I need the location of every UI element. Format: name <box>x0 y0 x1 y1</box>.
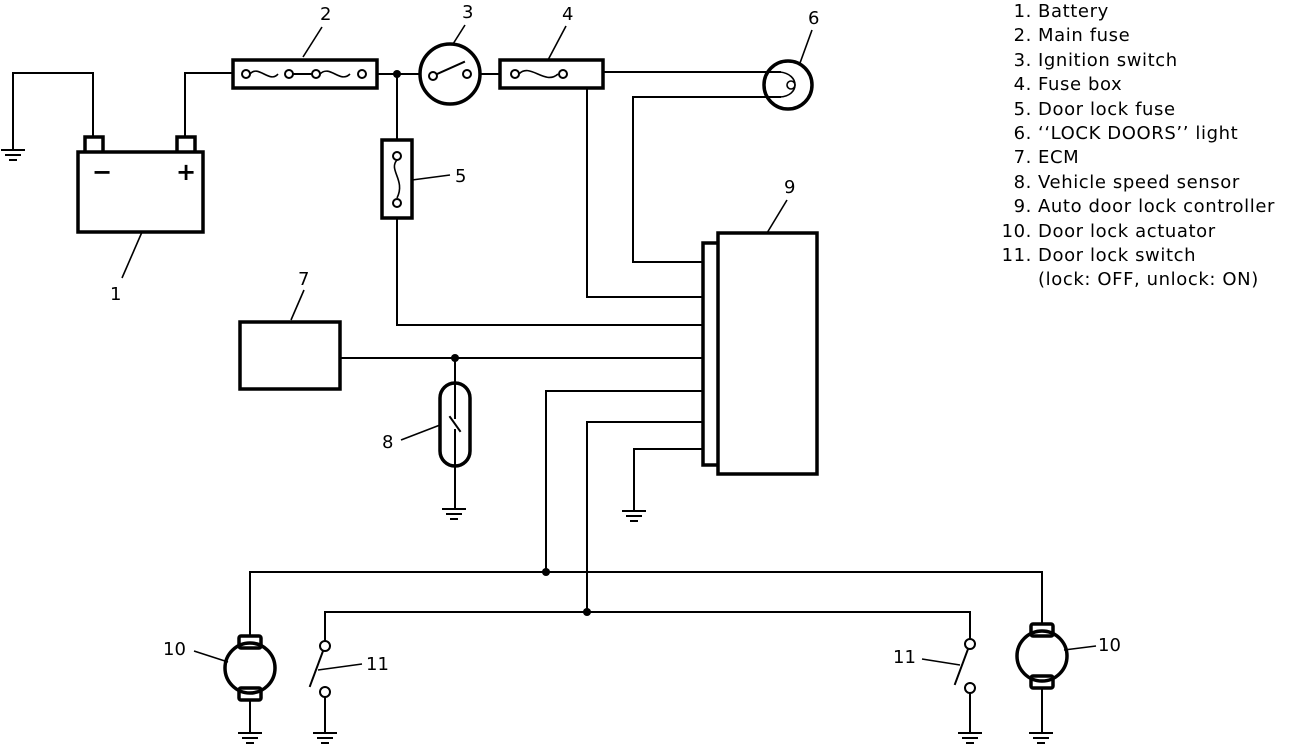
door-lock-switch-left <box>308 640 331 698</box>
ground-icon <box>622 510 646 522</box>
legend-item: 6‘‘LOCK DOORS’’ light <box>996 122 1275 146</box>
callout-switch-right: 11 <box>893 647 916 668</box>
callout-fuse-box: 4 <box>562 4 573 25</box>
lock-doors-light <box>762 59 814 111</box>
legend-note: (lock: OFF, unlock: ON) <box>1038 269 1259 291</box>
legend-item: 2Main fuse <box>996 24 1275 48</box>
callout-main-fuse: 2 <box>320 4 331 25</box>
legend-item: 10Door lock actuator <box>996 220 1275 244</box>
ground-icon <box>238 732 262 744</box>
vehicle-speed-sensor <box>438 381 472 468</box>
legend-item: 9Auto door lock controller <box>996 195 1275 219</box>
callout-actuator-right: 10 <box>1098 635 1121 656</box>
door-lock-switch-right <box>953 638 976 694</box>
callout-controller: 9 <box>784 177 795 198</box>
wires <box>12 71 1043 734</box>
callout-door-lock-fuse: 5 <box>455 166 466 187</box>
main-fuse <box>231 58 379 90</box>
ground-icon <box>313 732 337 744</box>
legend-item: 4Fuse box <box>996 73 1275 97</box>
callout-battery: 1 <box>110 284 121 305</box>
legend-item: 3Ignition switch <box>996 49 1275 73</box>
battery-minus-label: − <box>92 158 112 186</box>
legend-item: 5Door lock fuse <box>996 98 1275 122</box>
callout-ignition-switch: 3 <box>462 2 473 23</box>
legend-item: 1Battery <box>996 0 1275 24</box>
legend-item: 8Vehicle speed sensor <box>996 171 1275 195</box>
callout-lock-doors-light: 6 <box>808 8 819 29</box>
callout-ecm: 7 <box>298 269 309 290</box>
door-lock-actuator-right <box>1015 622 1069 690</box>
battery: − + <box>76 135 205 234</box>
battery-plus-label: + <box>176 158 196 186</box>
callout-actuator-left: 10 <box>163 639 186 660</box>
ground-icon <box>958 732 982 744</box>
callout-switch-left: 11 <box>366 654 389 675</box>
callout-leaders <box>121 24 1097 671</box>
auto-door-lock-controller <box>701 231 819 476</box>
ground-icon <box>1 149 25 161</box>
callout-numbers: 1 2 3 4 5 6 7 8 9 10 11 11 10 <box>110 2 1121 675</box>
fuse-box <box>498 58 605 90</box>
ecm-box <box>238 320 342 391</box>
door-lock-actuator-left <box>223 634 277 702</box>
callout-speed-sensor: 8 <box>382 432 393 453</box>
legend-item: 11Door lock switch <box>996 244 1275 268</box>
ground-icon <box>442 508 466 520</box>
ignition-switch <box>418 42 482 106</box>
junctions <box>393 70 591 616</box>
legend-item: 7ECM <box>996 146 1275 170</box>
ground-icon <box>1029 732 1053 744</box>
door-lock-fuse <box>380 138 414 220</box>
legend: 1Battery 2Main fuse 3Ignition switch 4Fu… <box>996 0 1275 293</box>
